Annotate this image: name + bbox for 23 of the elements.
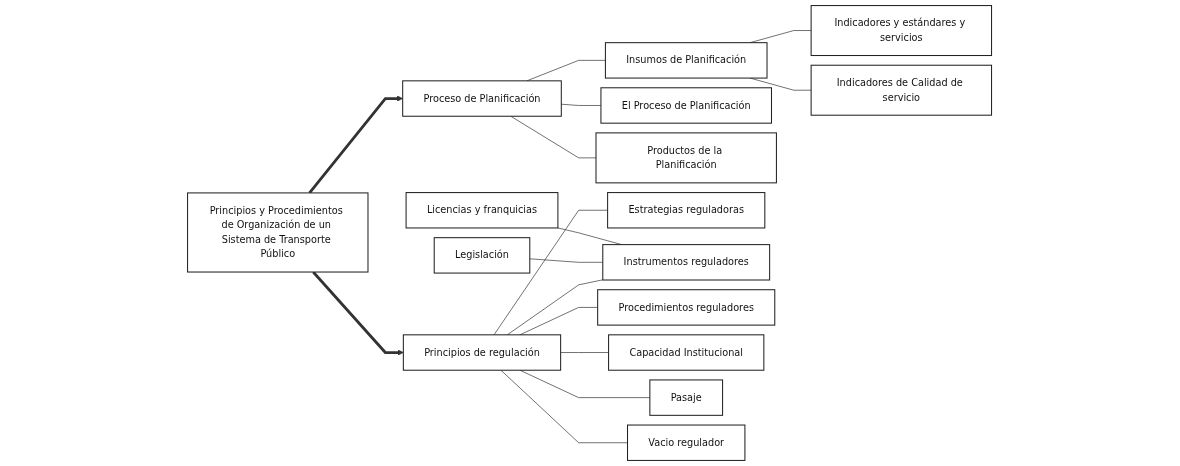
node-box: Estrategias reguladoras <box>607 192 766 229</box>
arrow <box>308 95 404 194</box>
node-box: Principios de regulación <box>403 334 562 371</box>
node-box: Legislación <box>434 237 531 274</box>
connector <box>561 103 602 106</box>
connector <box>520 369 651 398</box>
node-box: Licencias y franquicias <box>406 192 559 229</box>
connector <box>507 279 604 336</box>
node-box: El Proceso de Planificación <box>600 87 773 124</box>
node-box: Capacidad Institucional <box>608 334 765 371</box>
connector <box>510 115 597 159</box>
node-box: Pasaje <box>649 379 724 416</box>
node-box: Instrumentos reguladores <box>602 244 771 281</box>
node-box: Proceso de Planificación <box>402 80 563 117</box>
node-box: Indicadores y estándares y servicios <box>811 5 993 57</box>
node-box: Principios y Procedimientos de Organización de un Sistema de Transporte Público <box>187 192 369 273</box>
connector <box>494 209 609 336</box>
connector <box>520 307 599 336</box>
node-box: Insumos de Planificación <box>605 42 768 79</box>
node-box: Procedimientos reguladores <box>597 289 776 326</box>
node-box: Indicadores de Calidad de servicio <box>811 64 993 116</box>
node-box: Productos de la Planificación <box>595 132 778 184</box>
node-box: Vacio regulador <box>627 424 746 461</box>
